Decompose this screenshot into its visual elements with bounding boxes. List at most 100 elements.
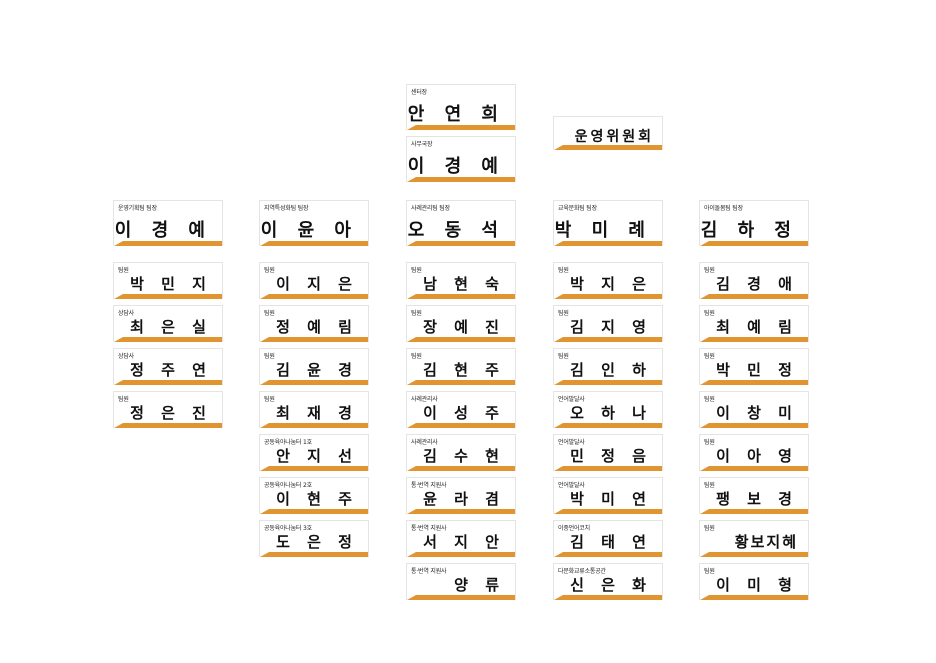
member-card-role: 팀원	[704, 310, 715, 317]
accent-bar	[700, 509, 808, 514]
member-card-name: 최 예 림	[716, 318, 798, 336]
member-card-name: 이 현 주	[276, 490, 358, 508]
accent-bar	[260, 423, 368, 428]
member-card-role: 팀원	[704, 568, 715, 575]
member-card-role: 언어발달사	[558, 482, 585, 489]
team-lead-card-name: 오 동 석	[407, 220, 505, 241]
member-card-name: 정 예 림	[276, 318, 358, 336]
accent-bar	[700, 466, 808, 471]
team-lead-card-name: 이 윤 아	[260, 220, 358, 241]
member-card-name: 서 지 안	[423, 533, 505, 551]
member-card-role: 통·번역 지원사	[411, 568, 447, 575]
director-role: 센터장	[411, 89, 427, 96]
member-card-name: 정 은 진	[130, 404, 212, 422]
member-card-name: 김 경 애	[716, 275, 798, 293]
team-lead-card-role: 아이돌봄팀 팀장	[704, 205, 743, 212]
accent-bar	[114, 294, 222, 299]
team-lead-card-name: 김 하 정	[700, 220, 798, 241]
member-card-role: 팀원	[704, 353, 715, 360]
member-card-role: 상담사	[118, 310, 134, 317]
accent-bar	[700, 423, 808, 428]
member-card-name: 박 미 연	[570, 490, 652, 508]
member-card-name: 최 재 경	[276, 404, 358, 422]
accent-bar	[407, 125, 515, 130]
member-card-role: 팀원	[264, 396, 275, 403]
member-card-role: 이중언어코치	[558, 525, 590, 532]
member-card-name: 신 은 화	[570, 576, 652, 594]
team-lead-card-role: 운영기획팀 팀장	[118, 205, 157, 212]
member-card-name: 이 지 은	[276, 275, 358, 293]
committee-card: 운영위원회	[553, 116, 663, 150]
member-card-role: 통·번역 지원사	[411, 482, 447, 489]
member-card-name: 김 수 현	[423, 447, 505, 465]
member-card-name: 김 윤 경	[276, 361, 358, 379]
member-card-name: 이 미 형	[716, 576, 798, 594]
secretary-role: 사무국장	[411, 141, 433, 148]
member-card-name: 황보지혜	[734, 533, 798, 551]
member-card-name: 윤 라 겸	[423, 490, 505, 508]
accent-bar	[407, 423, 515, 428]
team-lead-card-role: 지역특성화팀 팀장	[264, 205, 309, 212]
accent-bar	[700, 380, 808, 385]
member-card-role: 공동육아나눔터 2호	[264, 482, 312, 489]
member-card-name: 오 하 나	[570, 404, 652, 422]
secretary-card: 사무국장 이 경 예	[406, 136, 516, 182]
member-card-role: 팀원	[118, 396, 129, 403]
accent-bar	[407, 337, 515, 342]
member-card-role: 다문화교류소통공간	[558, 568, 606, 575]
accent-bar	[260, 466, 368, 471]
accent-bar	[554, 509, 662, 514]
member-card-name: 팽 보 경	[716, 490, 798, 508]
accent-bar	[407, 294, 515, 299]
member-card-role: 공동육아나눔터 3호	[264, 525, 312, 532]
accent-bar	[554, 423, 662, 428]
accent-bar	[554, 145, 662, 150]
member-card-role: 팀원	[264, 310, 275, 317]
member-card-name: 이 성 주	[423, 404, 505, 422]
member-card-name: 김 지 영	[570, 318, 652, 336]
member-card-name: 안 지 선	[276, 447, 358, 465]
member-card-name: 양 류	[454, 576, 505, 594]
member-card-name: 남 현 숙	[423, 275, 505, 293]
accent-bar	[554, 466, 662, 471]
accent-bar	[407, 241, 515, 246]
member-card-name: 박 민 지	[130, 275, 212, 293]
member-card-role: 사례관리사	[411, 396, 438, 403]
member-card-name: 박 민 정	[716, 361, 798, 379]
member-card-name: 정 주 연	[130, 361, 212, 379]
accent-bar	[700, 337, 808, 342]
accent-bar	[700, 552, 808, 557]
accent-bar	[407, 595, 515, 600]
member-card-role: 통·번역 지원사	[411, 525, 447, 532]
member-card-role: 팀원	[118, 267, 129, 274]
